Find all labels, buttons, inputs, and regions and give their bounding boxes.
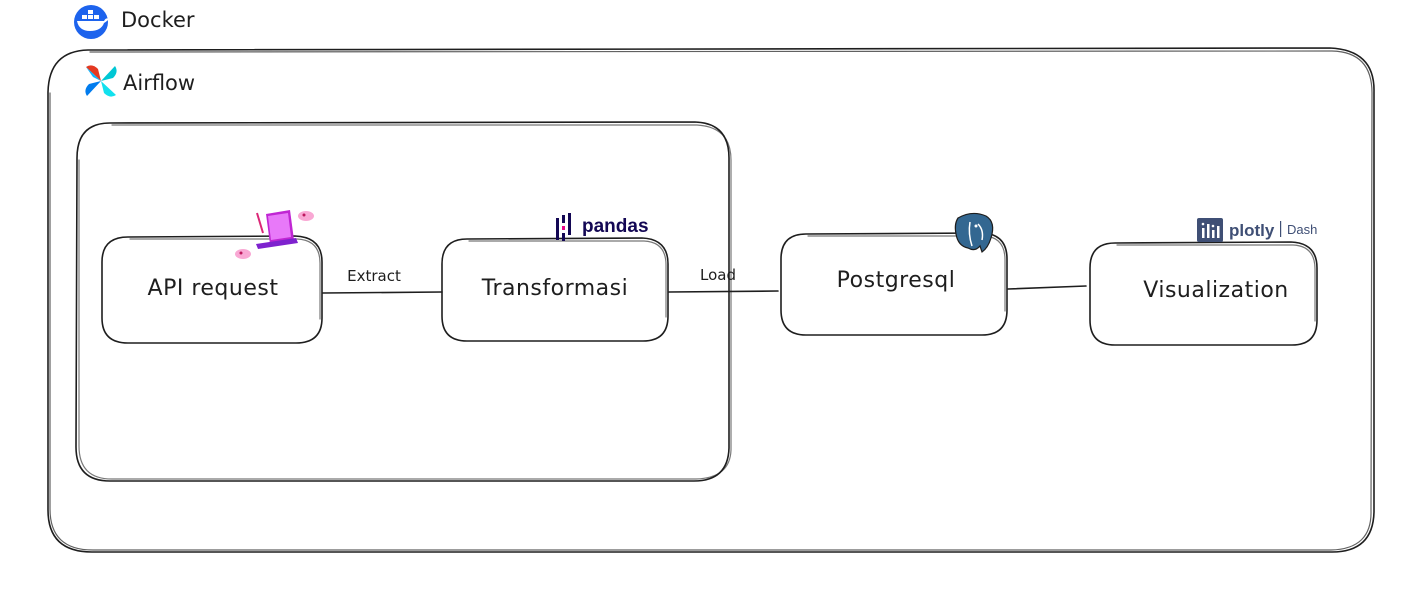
airflow-header: Airflow bbox=[85, 65, 195, 97]
node-postgresql[interactable]: Postgresql bbox=[780, 212, 1008, 336]
extract-label: Extract bbox=[347, 267, 401, 285]
docker-label: Docker bbox=[121, 8, 195, 32]
edge-extract: Extract bbox=[322, 267, 443, 294]
airflow-container bbox=[75, 121, 732, 482]
transformasi-label: Transformasi bbox=[481, 276, 629, 301]
edge-load: Load bbox=[668, 266, 779, 293]
docker-whale-icon bbox=[74, 5, 109, 39]
airflow-label: Airflow bbox=[123, 71, 195, 95]
edge-visualize bbox=[1007, 285, 1087, 290]
airflow-pinwheel-icon bbox=[85, 65, 117, 97]
api-request-label: API request bbox=[148, 276, 279, 301]
node-visualization[interactable]: Visualization plotly Dash bbox=[1089, 218, 1318, 346]
postgresql-elephant-icon bbox=[954, 212, 994, 253]
docker-container bbox=[47, 47, 1375, 553]
postgresql-label: Postgresql bbox=[837, 268, 956, 293]
visualization-label: Visualization bbox=[1143, 278, 1288, 303]
load-label: Load bbox=[700, 266, 736, 284]
pandas-logo: pandas bbox=[556, 213, 649, 241]
plotly-logo-text: plotly bbox=[1229, 221, 1275, 240]
pandas-logo-text: pandas bbox=[582, 216, 649, 237]
node-api-request[interactable]: API request bbox=[101, 210, 323, 344]
dash-logo-text: Dash bbox=[1287, 222, 1317, 237]
node-transformasi[interactable]: Transformasi pandas bbox=[441, 213, 669, 342]
laptop-icon bbox=[235, 210, 314, 259]
plotly-dash-logo: plotly Dash bbox=[1197, 218, 1317, 242]
docker-header: Docker bbox=[74, 5, 195, 39]
